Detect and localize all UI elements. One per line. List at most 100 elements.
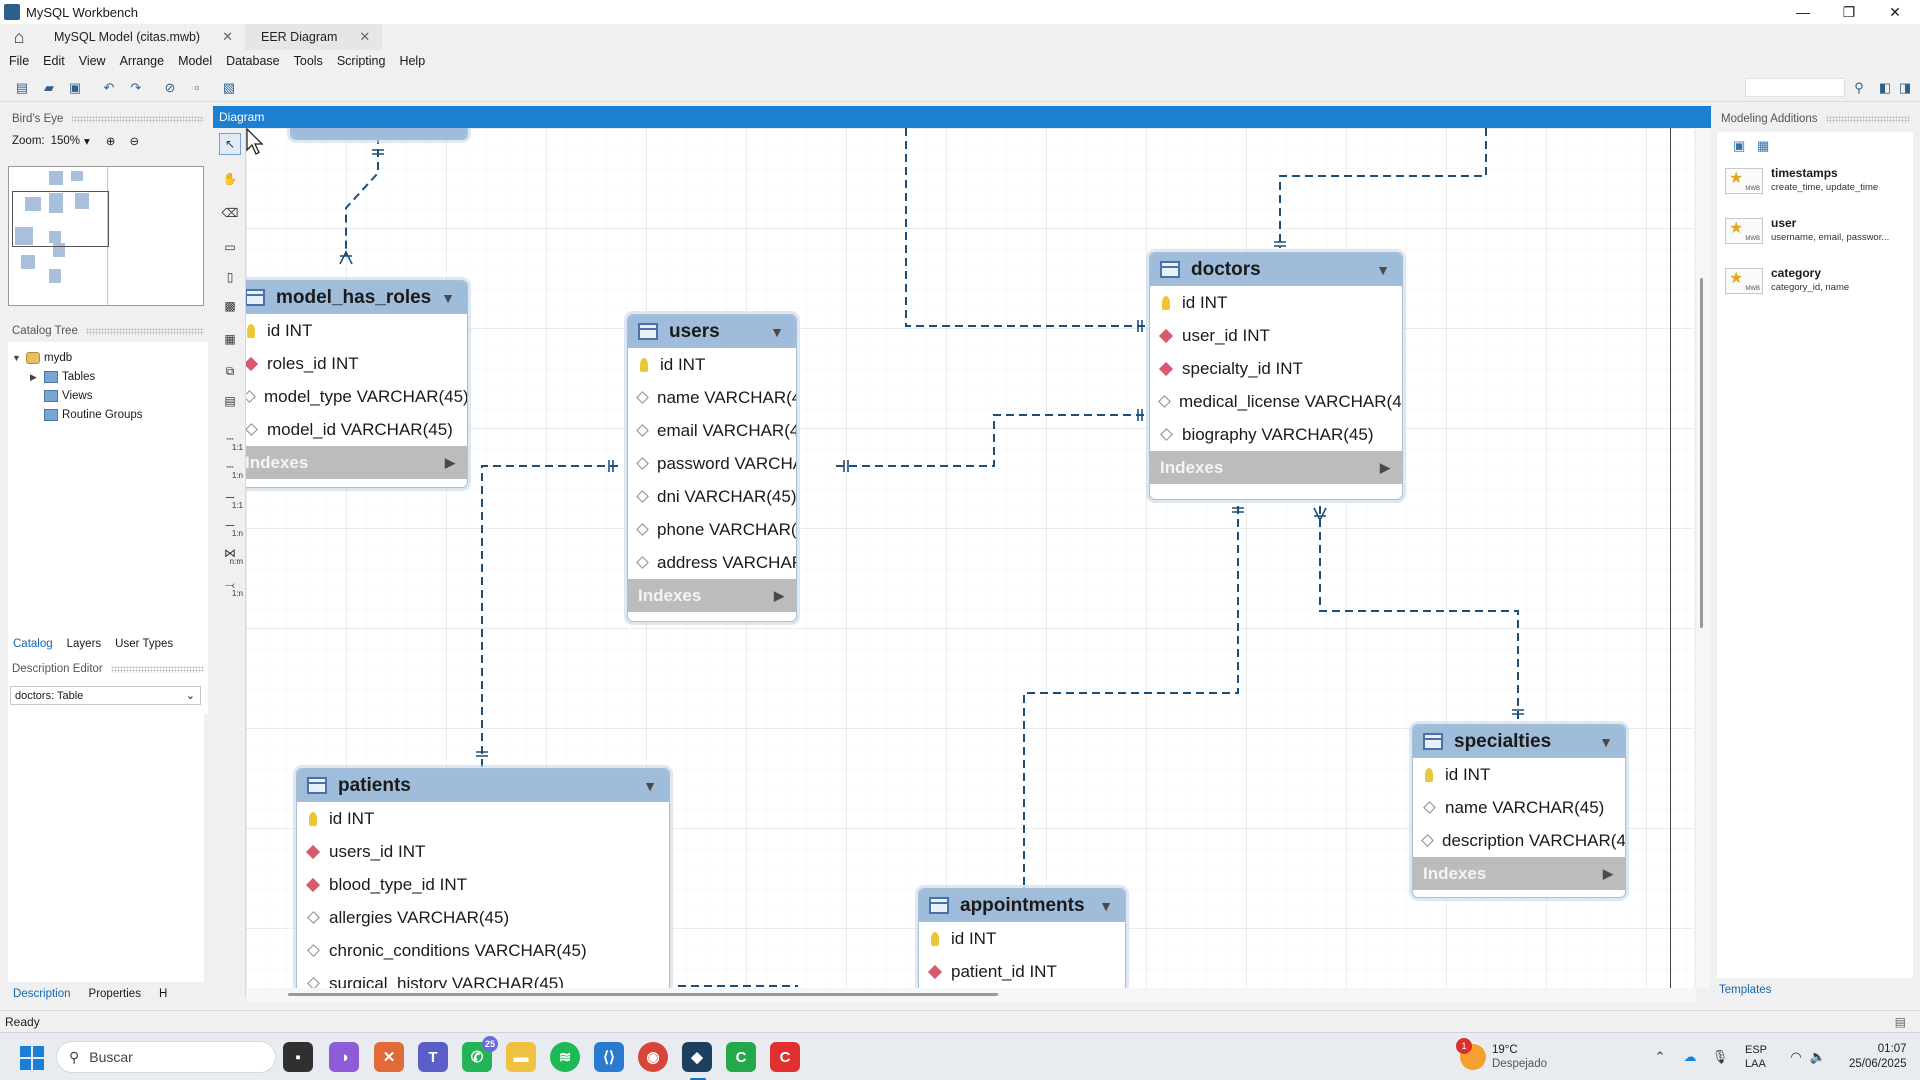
table-doctors[interactable]: doctors ▼ id INT user_id INT specialty_i… [1149,252,1403,500]
chevron-up-icon[interactable]: ⌃ [1654,1049,1666,1064]
xampp-icon[interactable]: ✕ [374,1042,404,1072]
menu-file[interactable]: File [9,54,30,68]
align-grid-icon[interactable]: ▫ [194,80,200,95]
zoom-out-icon[interactable]: ⊖ [129,136,140,148]
toggle-sidebar-icon[interactable]: ◧ [1878,79,1892,95]
menu-view[interactable]: View [78,54,106,68]
wifi-icon[interactable]: ◠ [1790,1049,1802,1064]
tab-properties[interactable]: Properties [88,988,141,1000]
menu-model[interactable]: Model [178,54,213,68]
undo-icon[interactable]: ↶ [103,79,115,95]
column-row[interactable]: id INT [1413,758,1625,791]
acrobat-icon[interactable]: C [770,1042,800,1072]
vscode-icon[interactable]: ⟨⟩ [594,1042,624,1072]
magnifier-icon[interactable]: ⚲ [1854,79,1864,95]
collapse-arrow-icon[interactable]: ▼ [1099,898,1113,914]
relationship-1-n-icon[interactable]: ┄1:n [226,460,243,480]
select-tool-icon[interactable]: ↖ [219,133,241,155]
menu-tools[interactable]: Tools [293,54,323,68]
expand-arrow-icon[interactable]: ▶ [445,454,455,470]
note-tool-icon[interactable]: ▯ [226,270,234,284]
routine-group-tool-icon[interactable]: ▤ [224,394,236,408]
open-model-icon[interactable]: ▰ [44,79,54,95]
collapse-arrow-icon[interactable]: ▼ [1376,262,1390,278]
expand-arrow-icon[interactable]: ▶ [1380,459,1390,475]
tab-model[interactable]: MySQL Model (citas.mwb) ✕ [38,24,245,50]
column-row[interactable]: users_id INT [297,835,669,868]
table-appointments[interactable]: appointments ▼ id INT patient_id INT [918,888,1126,988]
vertical-scrollbar[interactable] [1696,128,1710,988]
close-tab-icon[interactable]: ✕ [222,29,233,44]
column-row[interactable]: email VARCHAR(45) [628,414,796,447]
notifications-icon[interactable]: ⌂ [1917,1050,1920,1065]
description-object-select[interactable]: doctors: Table ⌄ [10,686,201,705]
column-row[interactable]: password VARCHAR(45) [628,447,796,480]
table-users[interactable]: users ▼ id INT name VARCHAR(45) email VA… [627,314,797,622]
tab-history[interactable]: H [158,988,168,1000]
column-row[interactable]: model_id VARCHAR(45) [246,413,467,446]
relationship-n-m-icon[interactable]: ⋈n:m [224,546,243,566]
tab-catalog[interactable]: Catalog [13,638,53,650]
column-row[interactable]: roles_id INT [246,347,467,380]
hand-tool-icon[interactable]: ✋ [222,172,238,186]
table-header[interactable]: model_has_roles ▼ [246,281,467,314]
new-diagram-icon[interactable]: ▧ [222,79,236,95]
snippet-insert-icon[interactable]: ▣ [1733,138,1746,153]
table-tool-icon[interactable]: ▦ [224,332,236,346]
table-header[interactable]: appointments ▼ [919,889,1125,922]
column-row[interactable]: model_type VARCHAR(45) [246,380,467,413]
clock[interactable]: 01:07 25/06/2025 [1849,1043,1907,1070]
weather-icon[interactable]: 1 [1456,1038,1486,1070]
new-model-icon[interactable]: ▤ [15,79,29,95]
column-row[interactable]: medical_license VARCHAR(45) [1150,385,1402,418]
microphone-icon[interactable]: 🎙 [1711,1049,1729,1064]
view-tool-icon[interactable]: ⧉ [225,363,235,378]
menu-arrange[interactable]: Arrange [119,54,165,68]
tab-templates[interactable]: Templates [1719,984,1772,996]
table-specialties[interactable]: specialties ▼ id INT name VARCHAR(45) de… [1412,724,1626,898]
toggle-grid-icon[interactable]: ⊘ [164,79,176,95]
menu-help[interactable]: Help [399,54,426,68]
layer-tool-icon[interactable]: ▭ [224,240,236,254]
spotify-icon[interactable]: ≋ [550,1042,580,1072]
tab-eer-diagram[interactable]: EER Diagram ✕ [245,24,383,50]
tree-item-mydb[interactable]: ▼ mydb [12,352,73,364]
column-row[interactable]: user_id INT [1150,319,1402,352]
description-textarea[interactable] [8,708,204,982]
column-row[interactable]: chronic_conditions VARCHAR(45) [297,934,669,967]
collapsed-arrow-icon[interactable]: ▶ [30,371,37,382]
tree-item-tables[interactable]: ▶ Tables [30,371,96,383]
column-row[interactable]: blood_type_id INT [297,868,669,901]
column-row[interactable]: dni VARCHAR(45) [628,480,796,513]
horizontal-scrollbar[interactable] [246,988,1696,1002]
image-tool-icon[interactable]: ▩ [224,299,236,313]
column-row[interactable]: description VARCHAR(45) [1413,824,1625,857]
table-header[interactable]: doctors ▼ [1150,253,1402,286]
table-header[interactable]: users ▼ [628,315,796,348]
home-icon[interactable]: ⌂ [13,26,25,47]
indexes-row[interactable]: Indexes▶ [628,579,796,612]
zoom-in-icon[interactable]: ⊕ [105,136,116,148]
column-row[interactable]: biography VARCHAR(45) [1150,418,1402,451]
table-header[interactable]: patients ▼ [297,769,669,802]
toggle-secondary-sidebar-icon[interactable]: ◨ [1898,79,1912,95]
tab-user-types[interactable]: User Types [115,638,174,650]
volume-icon[interactable]: 🔈 [1809,1049,1827,1064]
chrome-icon[interactable]: ◉ [638,1042,668,1072]
scroll-thumb[interactable] [1700,278,1703,628]
whatsapp-icon[interactable]: ✆25 [462,1036,498,1072]
restore-button[interactable]: ❐ [1842,3,1856,20]
menu-scripting[interactable]: Scripting [336,54,386,68]
teams-icon[interactable]: T [418,1042,448,1072]
table-header[interactable]: specialties ▼ [1413,725,1625,758]
diagram-canvas[interactable]: model_has_roles ▼ id INT roles_id INT mo… [246,128,1694,988]
redo-icon[interactable]: ↷ [130,79,142,95]
collapse-arrow-icon[interactable]: ▼ [1599,734,1613,750]
table-model-has-roles[interactable]: model_has_roles ▼ id INT roles_id INT mo… [246,280,468,488]
file-explorer-icon[interactable]: ▬ [506,1042,536,1072]
column-row[interactable]: name VARCHAR(45) [628,381,796,414]
copilot-icon[interactable]: ◑ [329,1042,359,1072]
